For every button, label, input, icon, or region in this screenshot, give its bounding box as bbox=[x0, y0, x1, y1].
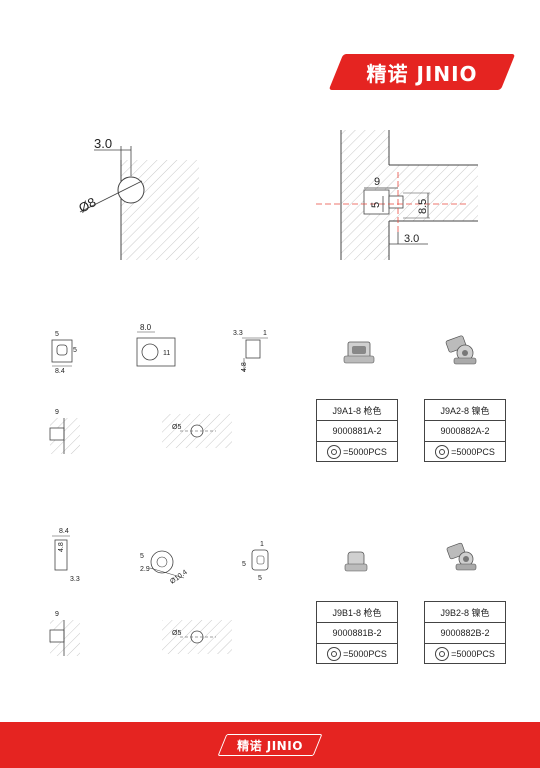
card-qty: =5000PCS bbox=[451, 447, 495, 457]
card-qty-row: =5000PCS bbox=[425, 442, 505, 462]
row-b-d1-a: 8.4 bbox=[59, 528, 69, 535]
product-card-j9b2: J9B2-8 镍色 9000882B-2 =5000PCS bbox=[424, 601, 506, 664]
card-code: 9000881A-2 bbox=[317, 421, 397, 442]
row-a-d4-a: 9 bbox=[55, 409, 59, 416]
screw-icon bbox=[327, 445, 342, 459]
card-model: J9A1-8 枪色 bbox=[317, 400, 397, 421]
logo-text: 精诺 JINIO bbox=[366, 61, 478, 86]
row-a-d5-a: Ø5 bbox=[172, 424, 181, 431]
screw-icon bbox=[327, 647, 342, 661]
product-j9b2-image bbox=[446, 542, 477, 571]
row-b-d3-c: 5 bbox=[258, 575, 262, 582]
row-b-d4-a: 9 bbox=[55, 611, 59, 618]
dim-offset-label: 3.0 bbox=[94, 136, 112, 151]
product-card-j9b1: J9B1-8 枪色 9000881B-2 =5000PCS bbox=[316, 601, 398, 664]
card-code: 9000881B-2 bbox=[317, 623, 397, 644]
row-b-d3-a: 1 bbox=[260, 541, 264, 548]
row-a-d1-a: 5 bbox=[55, 331, 59, 338]
row-b-d2-b: 2.9 bbox=[140, 566, 150, 573]
product-card-j9a1: J9A1-8 枪色 9000881A-2 =5000PCS bbox=[316, 399, 398, 462]
row-b-d2-a: 5 bbox=[140, 553, 144, 560]
row-a-d3-b: 1 bbox=[263, 330, 267, 337]
row-a-d3-c: 4.8 bbox=[241, 362, 248, 372]
row-b-d1-c: 3.3 bbox=[70, 576, 80, 583]
screw-icon bbox=[435, 445, 450, 459]
dim-d-label: 3.0 bbox=[404, 233, 419, 245]
row-a-d2-a: 8.0 bbox=[140, 323, 152, 332]
dim-c-label: 8.5 bbox=[417, 199, 429, 214]
brand-logo-footer: 精诺 JINIO bbox=[217, 734, 323, 756]
product-card-j9a2: J9A2-8 镍色 9000882A-2 =5000PCS bbox=[424, 399, 506, 462]
card-qty: =5000PCS bbox=[343, 447, 387, 457]
product-j9b1-image bbox=[344, 551, 368, 572]
card-code: 9000882B-2 bbox=[425, 623, 505, 644]
dim-b-label: 5 bbox=[370, 202, 382, 208]
footer-bar bbox=[0, 722, 540, 768]
card-qty-row: =5000PCS bbox=[317, 442, 397, 462]
row-a-drawings: 5 5 8.4 8.0 11 3.3 1 4.8 9 Ø5 bbox=[49, 323, 268, 454]
row-a-d2-b: 11 bbox=[163, 350, 170, 357]
card-model: J9B1-8 枪色 bbox=[317, 602, 397, 623]
row-a-d3-a: 3.3 bbox=[233, 330, 243, 337]
drawing-side-assembly: 9 5 8.5 3.0 bbox=[316, 130, 478, 260]
card-model: J9B2-8 镍色 bbox=[425, 602, 505, 623]
brand-logo-top: 精诺 JINIO bbox=[328, 54, 516, 90]
row-b-drawings: 8.4 4.8 3.3 5 2.9 Ø10.4 1 5 5 9 Ø5 bbox=[49, 528, 269, 656]
card-model: J9A2-8 镍色 bbox=[425, 400, 505, 421]
row-b-d3-b: 5 bbox=[242, 561, 246, 568]
row-a-d1-c: 8.4 bbox=[55, 368, 65, 375]
product-j9a2-image bbox=[445, 335, 477, 365]
card-qty: =5000PCS bbox=[451, 649, 495, 659]
row-b-d2-c: Ø10.4 bbox=[169, 569, 189, 586]
dim-diameter-label: Ø8 bbox=[76, 194, 98, 215]
card-qty: =5000PCS bbox=[343, 649, 387, 659]
card-code: 9000882A-2 bbox=[425, 421, 505, 442]
row-b-d5-a: Ø5 bbox=[172, 630, 181, 637]
screw-icon bbox=[435, 647, 450, 661]
card-qty-row: =5000PCS bbox=[425, 644, 505, 664]
card-qty-row: =5000PCS bbox=[317, 644, 397, 664]
row-a-d1-b: 5 bbox=[73, 347, 77, 354]
logo-text: 精诺 JINIO bbox=[237, 738, 303, 753]
dim-a-label: 9 bbox=[374, 176, 380, 188]
product-j9a1-image bbox=[343, 341, 375, 364]
row-b-d1-b: 4.8 bbox=[58, 542, 65, 552]
drawing-face-hole: 3.0 Ø8 bbox=[76, 136, 199, 260]
